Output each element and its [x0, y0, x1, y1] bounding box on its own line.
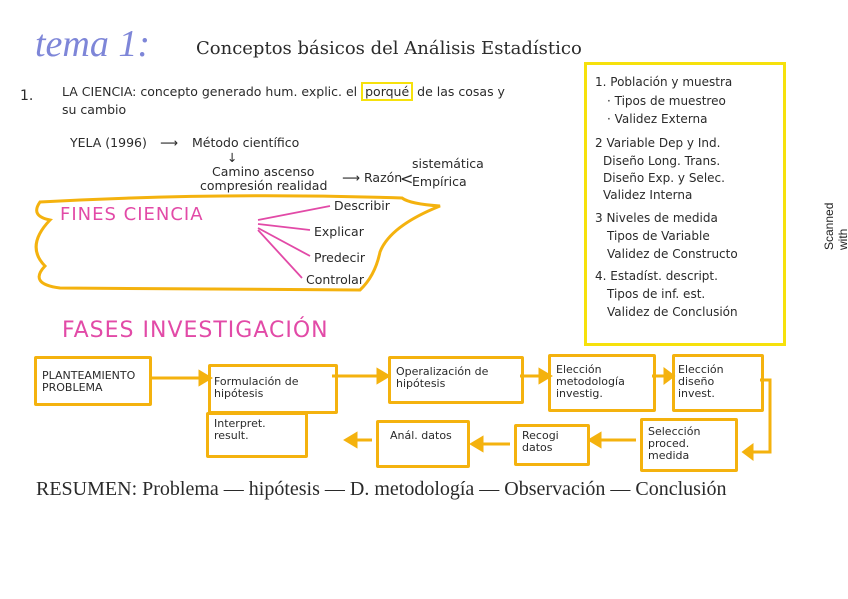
- phase-label: Operalización de hipótesis: [396, 365, 489, 390]
- phase-box: [388, 356, 524, 404]
- systematic-label: sistemática: [412, 156, 484, 171]
- topic-line: Tipos de Variable: [607, 229, 710, 243]
- phase-label: Anál. datos: [390, 429, 452, 442]
- science-definition: LA CIENCIA: concepto generado hum. expli…: [62, 82, 505, 101]
- arrow-icon-2: ⟶: [342, 170, 360, 185]
- path-line2: compresión realidad: [200, 178, 328, 193]
- topic-line: Tipos de inf. est.: [607, 287, 706, 301]
- phase-label: Selección proced. medida: [648, 425, 701, 462]
- topic-line: · Tipos de muestreo: [607, 94, 726, 108]
- topic-line: 4. Estadíst. descript.: [595, 269, 718, 283]
- phase-box: [548, 354, 656, 412]
- fines-item: Explicar: [314, 224, 364, 239]
- phase-box: [640, 418, 738, 472]
- item-number: 1.: [20, 88, 34, 104]
- topic-line: 1. Población y muestra: [595, 75, 733, 89]
- bracket-icon: <: [400, 169, 414, 188]
- fines-bubble: [34, 194, 441, 292]
- topic-line: · Validez Externa: [607, 112, 708, 126]
- definition-line2: su cambio: [62, 102, 127, 117]
- definition-text: LA CIENCIA: concepto generado hum. expli…: [62, 84, 358, 99]
- phase-label: Elección diseño invest.: [678, 363, 724, 400]
- phase-label: Elección metodología investig.: [556, 363, 625, 400]
- topics-box: 1. Población y muestra · Tipos de muestr…: [584, 62, 786, 346]
- flow-arrows: [150, 367, 772, 461]
- fines-item: Controlar: [306, 272, 364, 287]
- topic-line: Diseño Long. Trans.: [603, 154, 721, 168]
- summary-line: RESUMEN: Problema — hipótesis — D. metod…: [36, 478, 727, 500]
- down-arrow-icon: ↓: [227, 150, 238, 165]
- definition-text-end: de las cosas y: [417, 84, 505, 99]
- phase-box: [206, 412, 308, 458]
- empirical-label: Empírica: [412, 174, 467, 189]
- fines-item: Describir: [334, 198, 390, 213]
- phase-box: [34, 356, 152, 406]
- topic-line: Validez de Conclusión: [607, 305, 738, 319]
- method-label: Método científico: [192, 135, 300, 150]
- topic-line: Diseño Exp. y Selec.: [603, 171, 725, 185]
- fines-label: FINES CIENCIA: [60, 204, 204, 225]
- arrow-icon: ⟶: [160, 135, 178, 150]
- scanner-watermark: Scanned with CamScanner: [822, 202, 848, 250]
- phase-box: [376, 420, 470, 468]
- phase-box: [672, 354, 764, 412]
- phase-label: Recogi datos: [522, 429, 559, 454]
- path-line1: Camino ascenso: [212, 164, 315, 179]
- page-subtitle: Conceptos básicos del Análisis Estadísti…: [196, 38, 582, 59]
- phase-box: [514, 424, 590, 466]
- highlighted-word: porqué: [361, 82, 414, 101]
- yela-ref: YELA (1996): [70, 135, 147, 150]
- phase-label: Interpret. result.: [214, 417, 266, 442]
- page-title: tema 1:: [35, 23, 151, 65]
- topic-line: Validez Interna: [603, 188, 693, 202]
- fases-label: FASES INVESTIGACIÓN: [62, 318, 329, 343]
- fines-item: Predecir: [314, 250, 365, 265]
- phase-label: Formulación de hipótesis: [214, 375, 299, 400]
- topic-line: 3 Niveles de medida: [595, 211, 718, 225]
- topic-line: Validez de Constructo: [607, 247, 738, 261]
- topic-line: 2 Variable Dep y Ind.: [595, 136, 721, 150]
- phase-label: PLANTEAMIENTO PROBLEMA: [42, 369, 136, 394]
- reason-label: Razón: [364, 170, 403, 185]
